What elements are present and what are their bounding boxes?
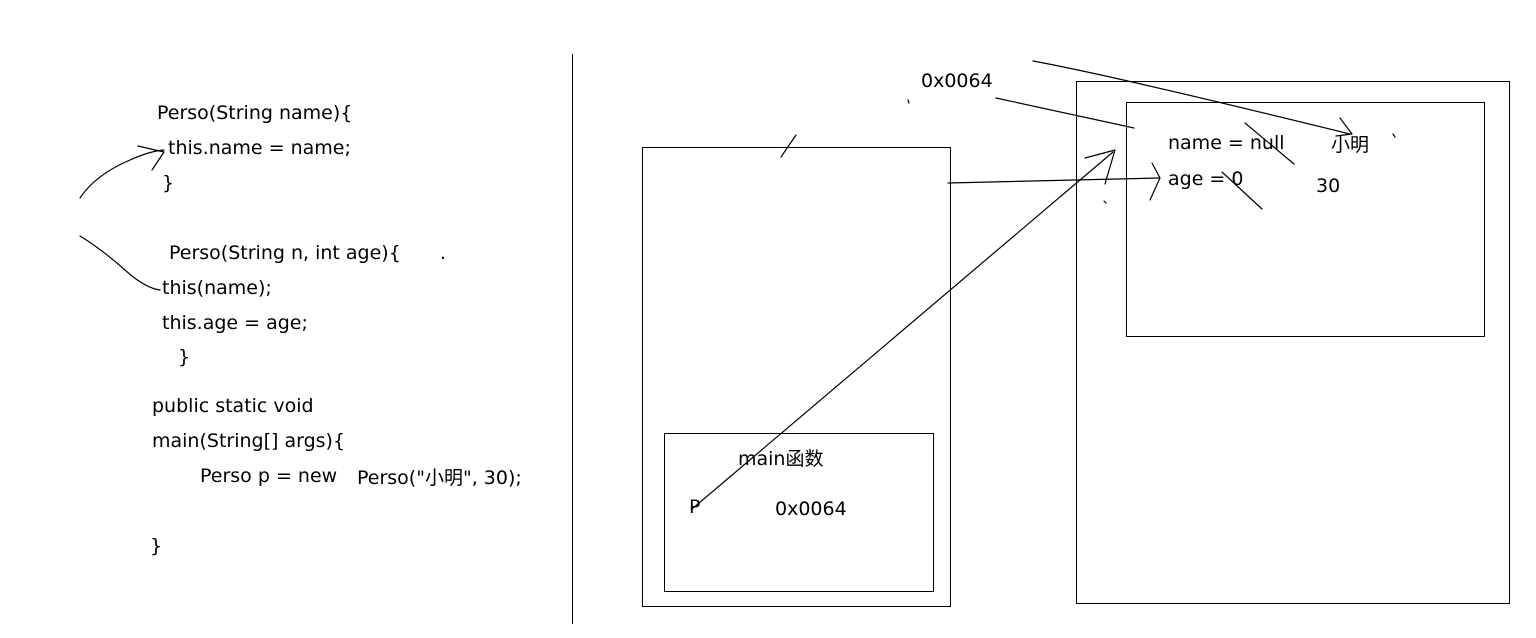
main-new-call: Perso("小明", 30); — [357, 467, 522, 489]
arrowhead-constructor — [137, 145, 165, 171]
main-signature-line-1: public static void — [152, 395, 314, 417]
heap-address-label: 0x0064 — [921, 70, 993, 92]
variable-p-label: P — [689, 496, 701, 518]
stray-mark-1 — [907, 99, 910, 104]
constructor-1-body: this.name = name; — [168, 137, 351, 159]
panel-divider — [572, 54, 573, 624]
main-frame-label: main函数 — [738, 448, 824, 470]
main-declaration: Perso p = new — [200, 465, 338, 487]
stray-dot: . — [440, 242, 447, 264]
main-signature-line-2: main(String[] args){ — [152, 430, 346, 452]
constructor-link-curve — [79, 149, 165, 199]
constructor-1-close: } — [162, 172, 175, 194]
constructor-1-signature: Perso(String name){ — [157, 102, 353, 124]
field-name: name = null — [1168, 132, 1285, 154]
main-close: } — [150, 535, 163, 557]
variable-p-value: 0x0064 — [775, 498, 847, 520]
constructor-2-age-assign: this.age = age; — [162, 312, 308, 334]
constructor-2-close: } — [178, 346, 191, 368]
this-call-curve-arrow — [79, 235, 161, 291]
constructor-2-signature: Perso(String n, int age){ — [169, 242, 401, 264]
field-age-new-value: 30 — [1316, 175, 1341, 197]
constructor-2-this-call: this(name); — [162, 277, 272, 299]
field-name-new-value: 小明 — [1331, 134, 1370, 156]
field-age: age = 0 — [1168, 168, 1244, 190]
